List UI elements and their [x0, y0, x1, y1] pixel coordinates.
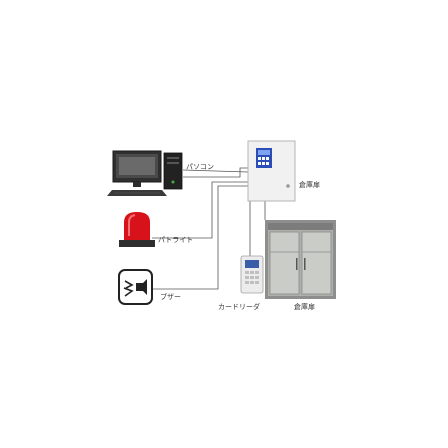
control-box-icon [247, 140, 296, 202]
label-buzzer: ブザー [160, 292, 181, 301]
wire-buzzer [152, 185, 248, 290]
label-pc: パソコン [186, 163, 214, 171]
wire-card-reader [249, 199, 260, 256]
double-door-icon [265, 220, 336, 299]
speaker-icon [118, 269, 153, 305]
warning-light-icon [119, 212, 155, 247]
wire-patlite [152, 181, 248, 239]
card-reader-icon [240, 255, 264, 294]
wire-pc-2 [183, 167, 248, 178]
desktop-computer-icon [107, 150, 183, 196]
wire-pc [182, 169, 249, 173]
label-card-reader: カードリーダ [218, 302, 260, 311]
label-door: 倉庫扉 [294, 302, 315, 311]
label-controller: 倉庫扉 [299, 180, 320, 189]
label-patlite: パトライト [158, 236, 193, 244]
